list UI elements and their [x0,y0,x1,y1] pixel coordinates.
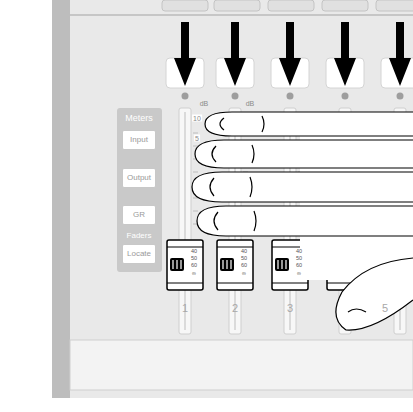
meter-button: Locate [122,244,156,264]
scale-tick [193,172,198,173]
cap-scale: ∞ [241,271,247,277]
down-arrow [279,22,301,86]
meter-button: Input [122,130,156,150]
cap-scale: 50 [295,256,303,262]
button-label: Locate [127,250,151,258]
cap-scale: 40 [295,249,303,255]
scale-tick [193,211,198,212]
channel-led [397,93,404,100]
scale-tick [193,133,198,134]
button-label: Output [127,174,151,182]
section-label: Meters [125,114,153,123]
fader-slot [179,108,191,334]
channel-led [287,93,294,100]
cap-scale: ∞ [191,271,197,277]
cap-scale: 50 [190,256,198,262]
button-label: Input [130,136,148,144]
unit-label: dB [200,100,209,107]
down-arrow [334,22,356,86]
cap-scale: 40 [240,249,248,255]
cap-scale: 50 [240,256,248,262]
down-arrow [224,22,246,86]
scale-number: 10 [192,115,202,122]
fader-cap [217,240,253,290]
channel-number: 1 [182,303,188,314]
section-label: Faders [127,232,152,240]
cap-scale: 60 [190,263,198,269]
meter-button: Output [122,168,156,188]
hand [192,112,413,330]
channel-led [232,93,239,100]
down-arrow [174,22,196,86]
front-lip [70,340,413,390]
channel-number: 3 [287,303,293,314]
cap-scale: ∞ [296,271,302,277]
meter-button: GR [122,205,156,225]
down-arrow [389,22,411,86]
channel-number: 2 [232,303,238,314]
scale-number: 5 [194,135,200,142]
button-label: GR [133,211,145,219]
channel-led [342,93,349,100]
fader-track [185,112,186,330]
channel-number: 5 [382,303,388,314]
unit-label: dB [246,100,255,107]
side-frame [52,0,70,398]
top-edge [70,14,413,16]
cap-scale: 60 [295,263,303,269]
button-panel [117,108,162,272]
top-buttons [162,0,413,11]
cap-scale: 60 [240,263,248,269]
channel-led [182,93,189,100]
panel [70,0,413,398]
fader-cap [167,240,203,290]
cap-scale: 40 [190,249,198,255]
